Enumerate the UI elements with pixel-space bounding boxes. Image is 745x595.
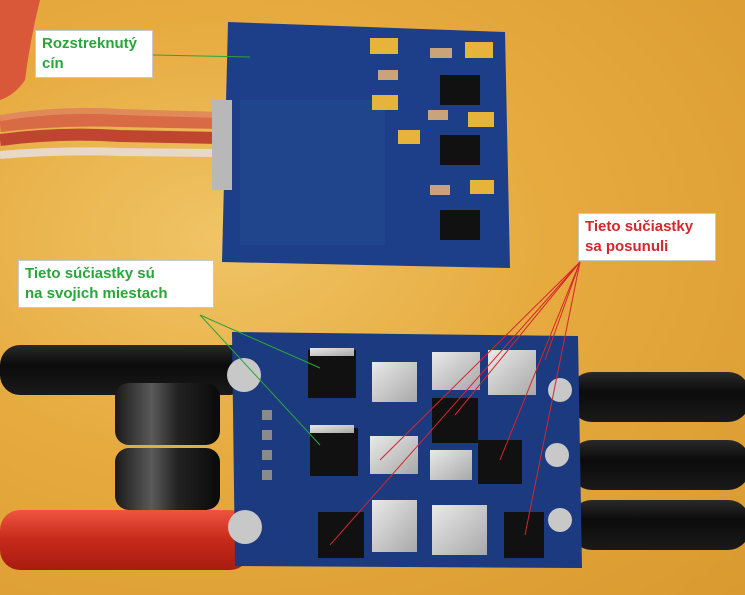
bottom-pcb (227, 332, 582, 568)
orange-wrapper (0, 0, 40, 100)
electrolytic-capacitors (115, 383, 220, 510)
callout-solder-splash: Rozstreknutý cín (35, 30, 153, 78)
top-ic-chips (440, 75, 480, 240)
callout-components-in-place: Tieto súčiastky sú na svojich miestach (18, 260, 214, 308)
bottom-board-cables (0, 345, 745, 570)
top-board-wires (0, 107, 221, 159)
top-pcb (212, 22, 510, 268)
top-tantalum-caps (370, 38, 494, 194)
callout-components-shifted: Tieto súčiastky sa posunuli (578, 213, 716, 261)
